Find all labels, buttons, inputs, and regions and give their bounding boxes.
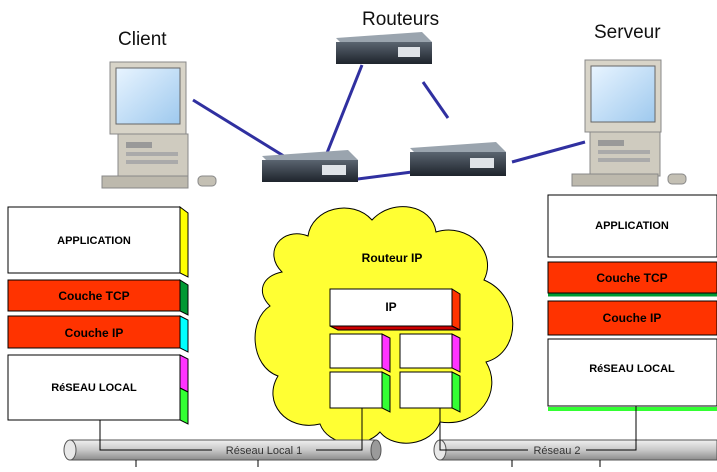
link-router-top-router-right (421, 81, 450, 119)
server-stack (547, 194, 717, 411)
router-interface-left-upper (329, 333, 391, 373)
router-ip-layer (329, 288, 461, 331)
router-left-icon (262, 150, 358, 182)
network-links (192, 64, 586, 182)
server-tcp-label: Couche TCP (596, 271, 667, 285)
router-interface-right-lower (399, 371, 461, 413)
server-ip-label: Couche IP (603, 311, 662, 325)
link-router-right-server (511, 140, 586, 164)
router-ip-label: IP (385, 300, 396, 314)
cable-connectors (99, 406, 637, 451)
server-title: Serveur (594, 22, 661, 43)
client-title: Client (118, 29, 167, 50)
network-left-label: Réseau Local 1 (226, 445, 302, 457)
router-interface-right-upper (399, 333, 461, 373)
link-router-left-router-right (349, 170, 413, 182)
routers-title: Routeurs (362, 9, 439, 30)
network-right-label: Réseau 2 (533, 445, 580, 457)
client-local-label: RéSEAU LOCAL (51, 382, 137, 394)
network-cable-left (63, 439, 382, 467)
client-tcp-label: Couche TCP (58, 289, 129, 303)
router-ip-title: Routeur IP (362, 251, 423, 265)
server-computer-icon (571, 59, 687, 187)
router-interface-left-lower (329, 371, 391, 413)
client-application-label: APPLICATION (57, 235, 131, 247)
server-application-label: APPLICATION (595, 220, 669, 232)
server-local-label: RéSEAU LOCAL (589, 363, 675, 375)
client-computer-icon (101, 61, 217, 189)
client-stack (7, 206, 189, 425)
link-router-top-router-left (321, 64, 364, 164)
link-client-router-left (192, 98, 288, 160)
router-top-icon (336, 32, 432, 64)
router-right-icon (410, 142, 506, 176)
client-ip-label: Couche IP (65, 326, 124, 340)
